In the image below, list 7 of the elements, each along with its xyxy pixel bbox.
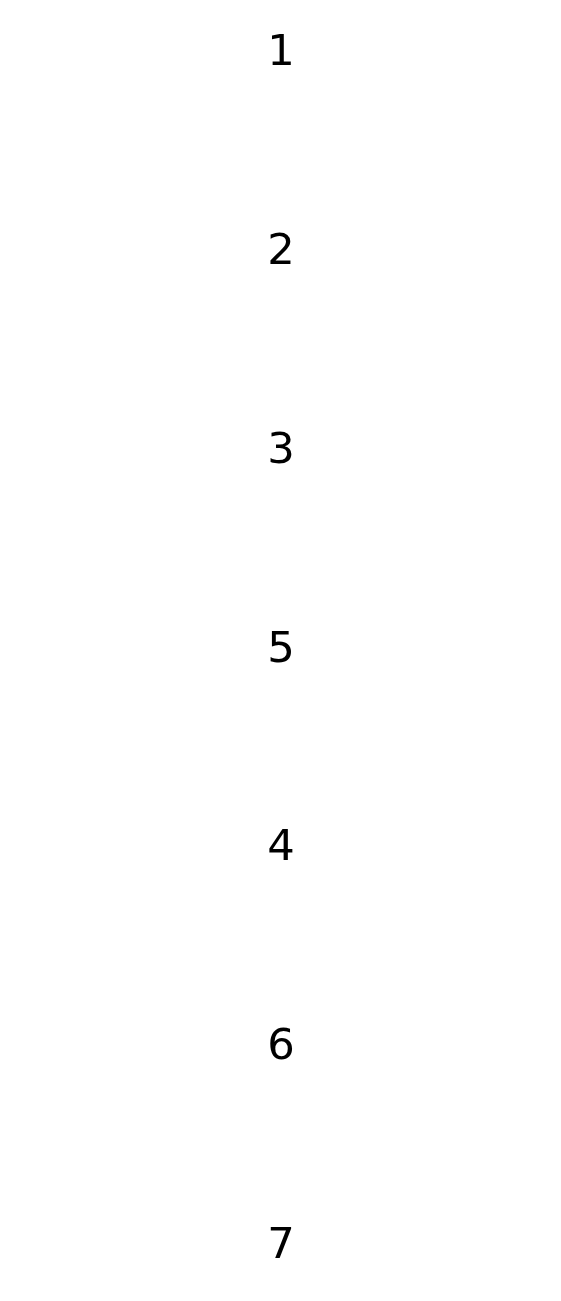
label: 2 [266, 224, 295, 275]
label: 7 [266, 1217, 295, 1268]
label: 5 [266, 621, 295, 672]
label: 3 [266, 422, 295, 473]
label: 1 [266, 25, 295, 76]
label: 6 [266, 1019, 295, 1069]
label: 4 [266, 820, 295, 871]
